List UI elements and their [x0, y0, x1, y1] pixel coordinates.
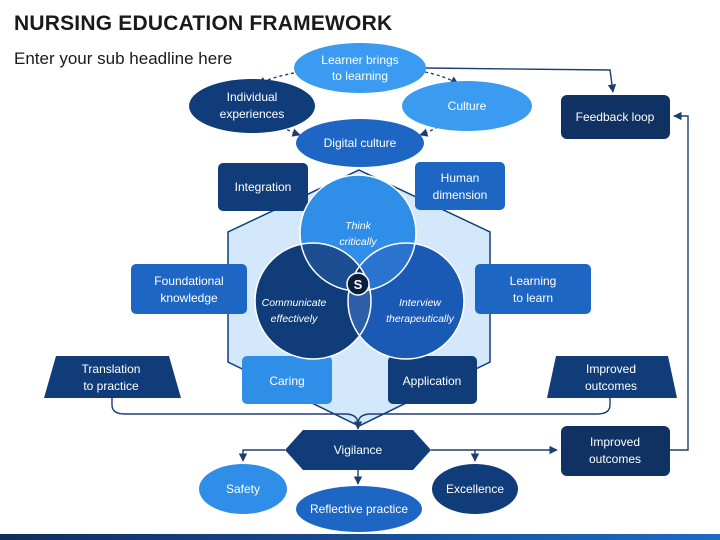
- connector-to-safety: [238, 449, 285, 462]
- interview-label-2: therapeutically: [386, 313, 454, 325]
- learner-brings-node: Learner brings to learning: [294, 43, 426, 93]
- individual-experiences-node: Individual experiences: [189, 79, 315, 133]
- learning-to-learn-box: Learning to learn: [475, 264, 591, 314]
- svg-text:to practice: to practice: [83, 379, 139, 393]
- svg-text:Application: Application: [403, 374, 462, 388]
- svg-text:Improved: Improved: [590, 435, 640, 449]
- page-subtitle: Enter your sub headline here: [14, 49, 233, 68]
- think-label-2: critically: [339, 236, 377, 248]
- center-badge: [346, 272, 370, 296]
- svg-text:Digital culture: Digital culture: [324, 136, 397, 150]
- svg-text:Improved: Improved: [586, 362, 636, 376]
- svg-text:to learn: to learn: [513, 291, 553, 305]
- human-dimension-box: Human dimension: [415, 162, 505, 210]
- svg-text:Individual: Individual: [227, 90, 278, 104]
- translation-to-practice-box: Translation to practice: [44, 356, 181, 398]
- svg-text:Learning: Learning: [510, 274, 557, 288]
- feedback-loop-box: Feedback loop: [561, 95, 670, 139]
- interview-label-1: Interview: [399, 297, 442, 309]
- center-badge-label: S: [354, 277, 363, 292]
- footer-bar: [0, 534, 720, 540]
- venn-diagram: Think critically Communicate effectively…: [254, 174, 465, 360]
- overlap-think-interview: [348, 243, 416, 291]
- excellence-node: Excellence: [432, 464, 518, 514]
- foundational-knowledge-box: Foundational knowledge: [131, 264, 247, 314]
- svg-text:to learning: to learning: [332, 69, 388, 83]
- improved-outcomes-top-box: Improved outcomes: [547, 356, 677, 398]
- digital-culture-node: Digital culture: [296, 119, 424, 167]
- svg-text:Integration: Integration: [235, 180, 292, 194]
- svg-text:Reflective practice: Reflective practice: [310, 502, 408, 516]
- svg-text:outcomes: outcomes: [585, 379, 637, 393]
- reflective-practice-node: Reflective practice: [296, 486, 422, 532]
- svg-text:Culture: Culture: [448, 99, 487, 113]
- communicate-label-1: Communicate: [262, 297, 327, 309]
- application-box: Application: [388, 356, 477, 404]
- svg-text:Feedback loop: Feedback loop: [576, 110, 655, 124]
- svg-text:knowledge: knowledge: [160, 291, 218, 305]
- svg-text:experiences: experiences: [220, 107, 285, 121]
- culture-node: Culture: [402, 81, 532, 131]
- svg-text:Caring: Caring: [269, 374, 304, 388]
- connector-learner-feedback: [424, 67, 617, 93]
- svg-text:Foundational: Foundational: [154, 274, 223, 288]
- vigilance-node: Vigilance: [285, 430, 431, 470]
- svg-text:Safety: Safety: [226, 482, 260, 496]
- caring-box: Caring: [242, 356, 332, 404]
- connector-feedback-return: [670, 111, 689, 451]
- improved-outcomes-bottom-box: Improved outcomes: [561, 426, 670, 476]
- svg-text:Translation: Translation: [82, 362, 141, 376]
- svg-text:outcomes: outcomes: [589, 452, 641, 466]
- svg-text:Human: Human: [441, 171, 480, 185]
- svg-text:dimension: dimension: [433, 188, 488, 202]
- svg-text:Learner brings: Learner brings: [321, 53, 398, 67]
- think-label-1: Think: [345, 220, 371, 232]
- svg-text:Excellence: Excellence: [446, 482, 504, 496]
- safety-node: Safety: [199, 464, 287, 514]
- communicate-label-2: effectively: [271, 313, 318, 325]
- overlap-think-communicate: [300, 243, 371, 291]
- page-title: NURSING EDUCATION FRAMEWORK: [14, 12, 393, 35]
- svg-text:Vigilance: Vigilance: [334, 443, 383, 457]
- integration-box: Integration: [218, 163, 308, 211]
